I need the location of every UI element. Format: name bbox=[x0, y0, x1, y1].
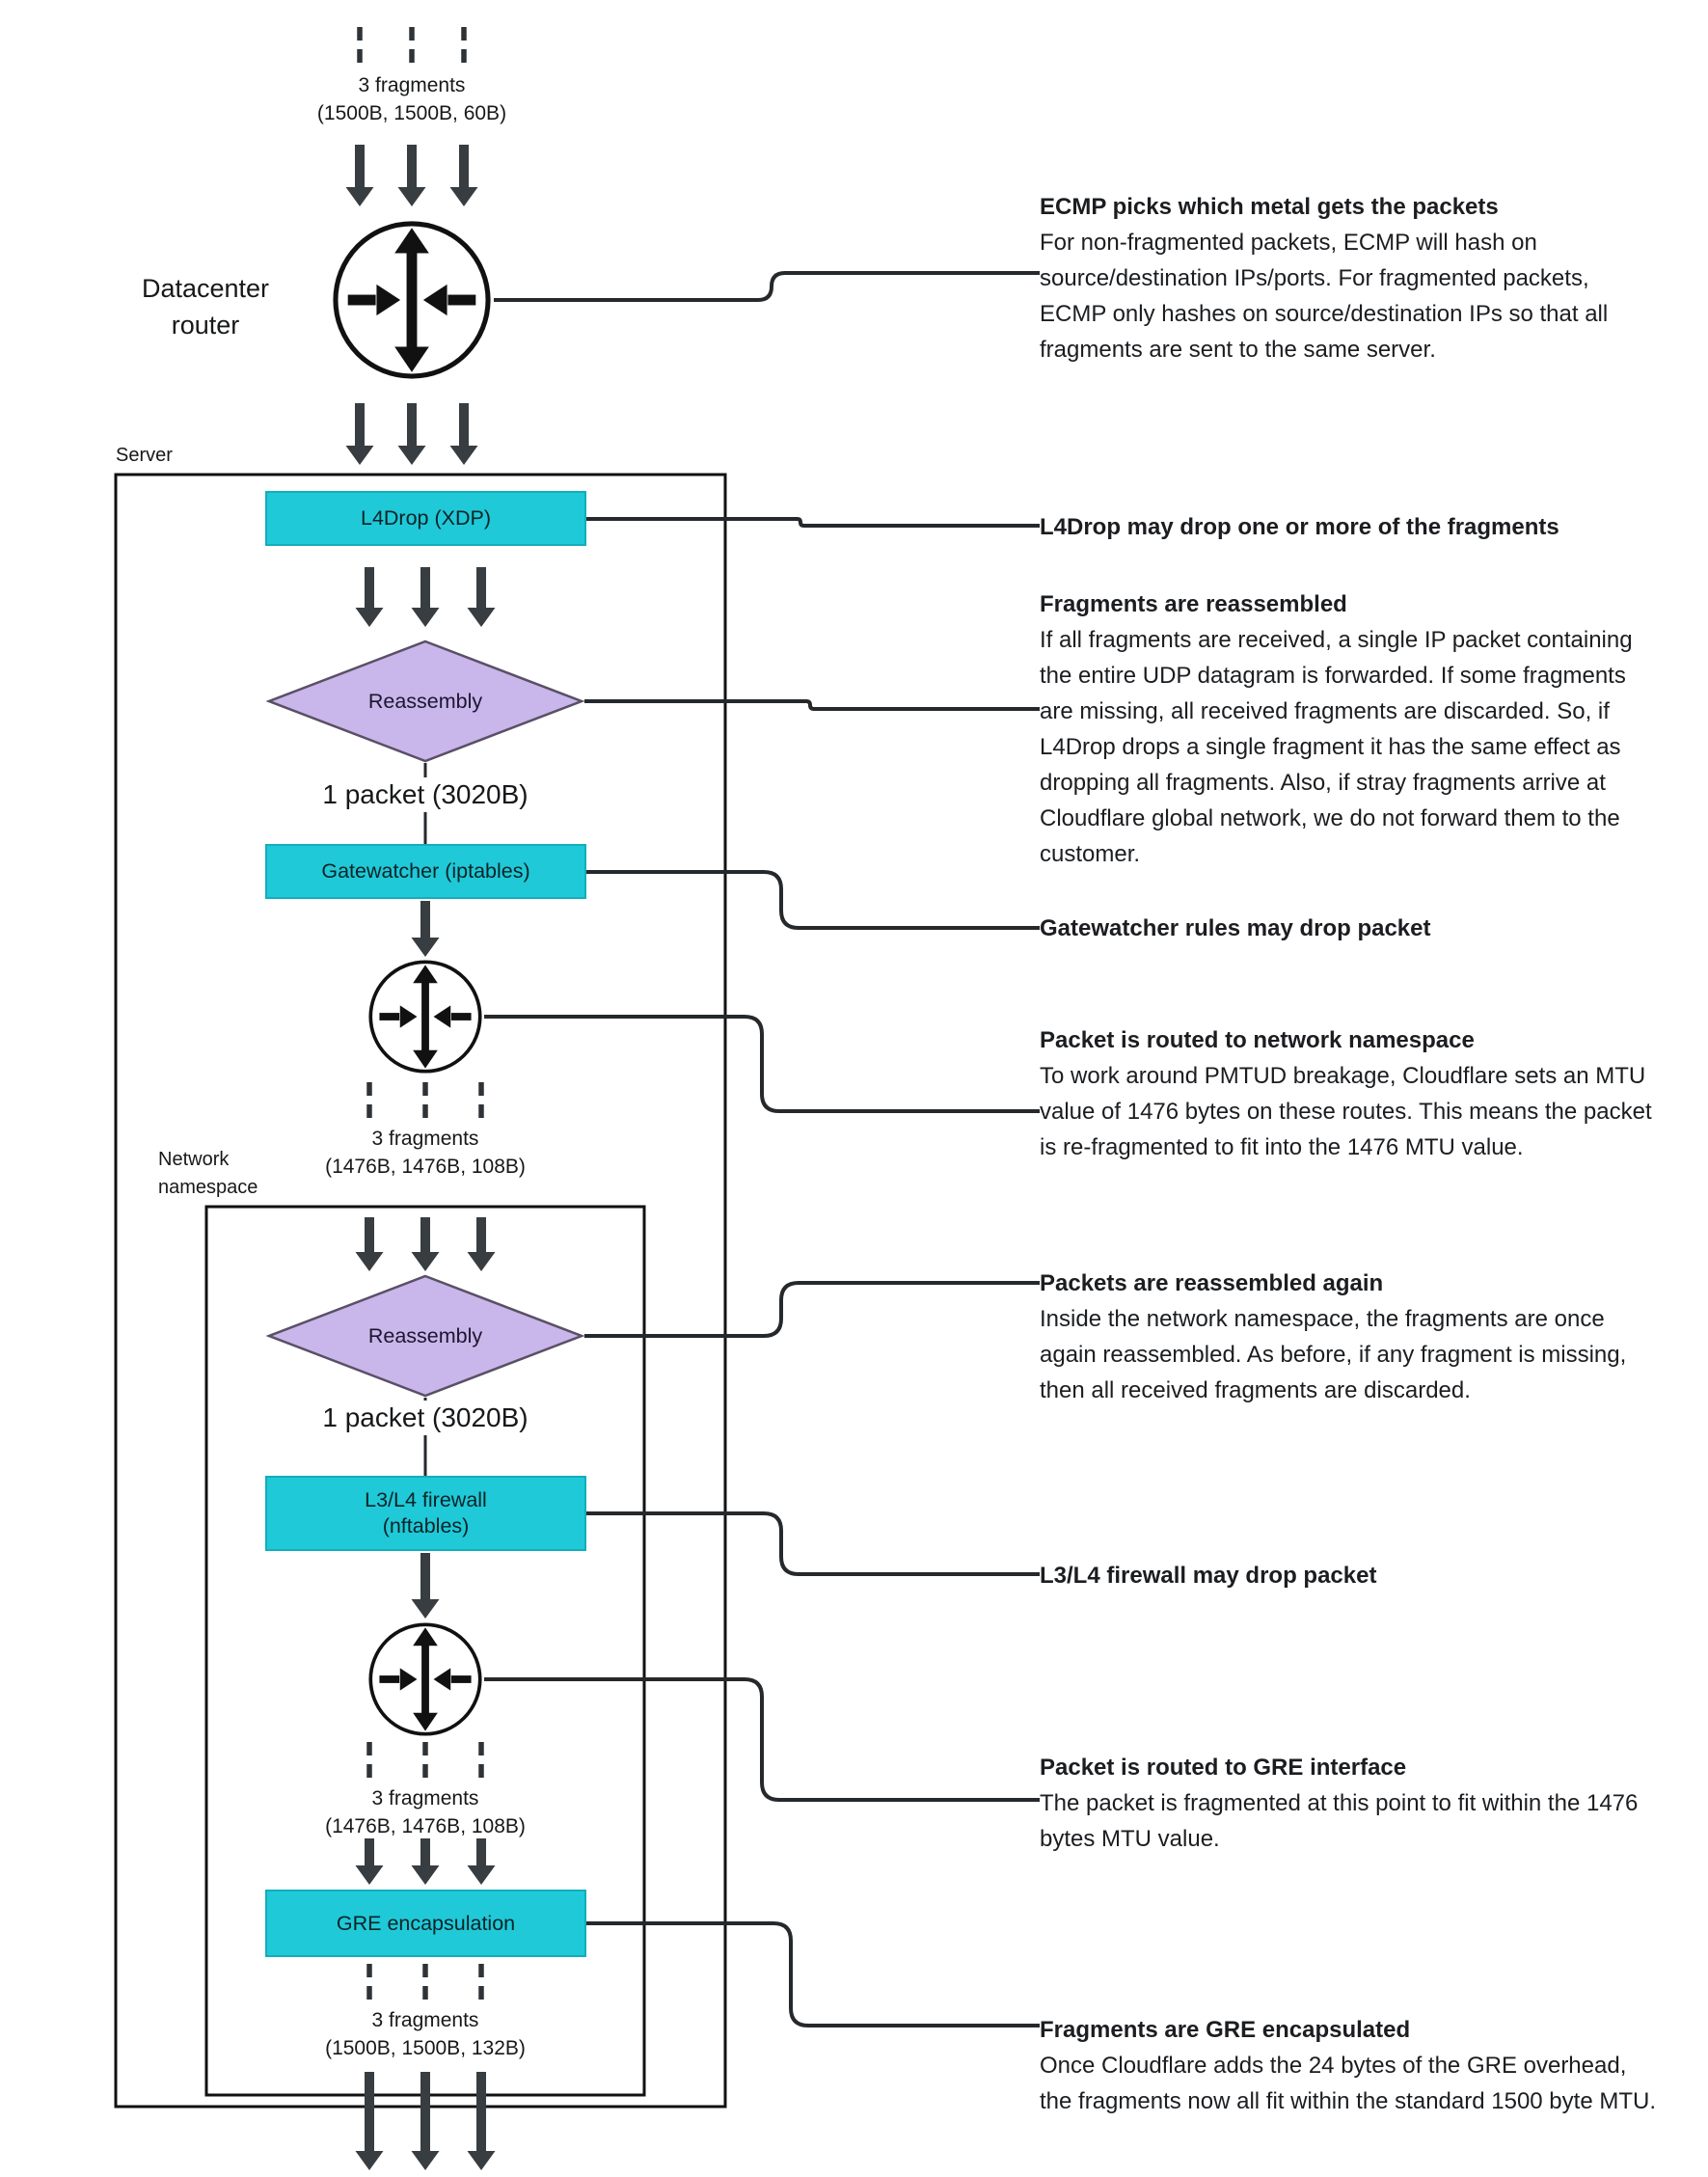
node-l4drop: L4Drop (XDP) bbox=[265, 491, 586, 546]
fragments-ns-label: 3 fragments (1476B, 1476B, 108B) bbox=[281, 1125, 570, 1181]
fragments-gre-in-dashes bbox=[366, 1742, 484, 1778]
node-reassembly-2: Reassembly bbox=[265, 1274, 585, 1398]
annotation-title: L4Drop may drop one or more of the fragm… bbox=[1040, 514, 1559, 540]
annotation-reassembled: Fragments are reassembled If all fragmen… bbox=[1040, 586, 1657, 872]
flow-arrows-out-bottom bbox=[355, 2072, 496, 2170]
annotation-ecmp: ECMP picks which metal gets the packets … bbox=[1040, 189, 1657, 367]
annotation-title: Packet is routed to network namespace bbox=[1040, 1027, 1475, 1053]
fragments-out-dashes bbox=[366, 1964, 484, 2000]
annotation-title: Gatewatcher rules may drop packet bbox=[1040, 915, 1431, 941]
fragments-ns-dashes bbox=[366, 1082, 484, 1118]
annotation-gre-encapsulated: Fragments are GRE encapsulated Once Clou… bbox=[1040, 2012, 1657, 2119]
annotation-body: Once Cloudflare adds the 24 bytes of the… bbox=[1040, 2053, 1656, 2114]
flow-arrows-into-server bbox=[345, 403, 478, 465]
connector-ecmp bbox=[494, 271, 1040, 302]
node-gre-encapsulation: GRE encapsulation bbox=[265, 1890, 586, 1957]
annotation-connectors bbox=[484, 271, 1040, 2027]
fragments-gre-in-label: 3 fragments (1476B, 1476B, 108B) bbox=[281, 1784, 570, 1840]
flow-arrow-firewall-to-router bbox=[411, 1553, 440, 1619]
annotation-title: Packet is routed to GRE interface bbox=[1040, 1755, 1407, 1781]
annotation-body: Inside the network namespace, the fragme… bbox=[1040, 1306, 1627, 1403]
node-firewall: L3/L4 firewall (nftables) bbox=[265, 1476, 586, 1551]
node-reassembly-2-label: Reassembly bbox=[367, 1323, 483, 1347]
gre-route-router-icon bbox=[368, 1622, 482, 1736]
annotation-title: L3/L4 firewall may drop packet bbox=[1040, 1563, 1377, 1589]
fragments-sizes: (1476B, 1476B, 108B) bbox=[325, 1815, 526, 1837]
annotation-title: Packets are reassembled again bbox=[1040, 1270, 1384, 1296]
annotation-body: If all fragments are received, a single … bbox=[1040, 627, 1633, 867]
fragments-in-dashes bbox=[357, 27, 467, 63]
flow-arrow-gatewatcher-to-router bbox=[411, 901, 440, 957]
connector-firewall bbox=[586, 1511, 1040, 1576]
annotation-title: Fragments are reassembled bbox=[1040, 591, 1347, 617]
fragments-sizes: (1500B, 1500B, 60B) bbox=[316, 102, 507, 124]
node-reassembly-1-label: Reassembly bbox=[367, 689, 483, 713]
fragments-in-label: 3 fragments (1500B, 1500B, 60B) bbox=[267, 71, 556, 127]
namespace-route-router-icon bbox=[368, 960, 482, 1074]
connector-reassembly1 bbox=[584, 699, 1040, 711]
fragments-out-label: 3 fragments (1500B, 1500B, 132B) bbox=[281, 2006, 570, 2062]
packet-label-2: 1 packet (3020B) bbox=[281, 1401, 570, 1435]
fragments-count: 3 fragments bbox=[371, 2009, 479, 2031]
flow-arrows-into-gre bbox=[355, 1838, 496, 1885]
node-gatewatcher: Gatewatcher (iptables) bbox=[265, 844, 586, 899]
annotation-body: For non-fragmented packets, ECMP will ha… bbox=[1040, 230, 1609, 363]
annotation-firewall: L3/L4 firewall may drop packet bbox=[1040, 1558, 1657, 1593]
annotation-l4drop: L4Drop may drop one or more of the fragm… bbox=[1040, 509, 1657, 545]
connector-route-ns bbox=[484, 1015, 1040, 1113]
node-gatewatcher-label: Gatewatcher (iptables) bbox=[321, 859, 530, 883]
fragments-sizes: (1476B, 1476B, 108B) bbox=[325, 1156, 526, 1178]
annotation-route-namespace: Packet is routed to network namespace To… bbox=[1040, 1022, 1657, 1165]
packet-label-1: 1 packet (3020B) bbox=[281, 777, 570, 812]
fragments-sizes: (1500B, 1500B, 132B) bbox=[325, 2037, 526, 2059]
annotation-title: Fragments are GRE encapsulated bbox=[1040, 2017, 1411, 2043]
annotation-body: To work around PMTUD breakage, Cloudflar… bbox=[1040, 1063, 1652, 1160]
connector-gre-encap bbox=[586, 1921, 1040, 2027]
connector-gatewatcher bbox=[586, 870, 1040, 930]
annotation-body: The packet is fragmented at this point t… bbox=[1040, 1790, 1639, 1852]
node-firewall-label: L3/L4 firewall (nftables) bbox=[365, 1488, 487, 1538]
annotation-gatewatcher: Gatewatcher rules may drop packet bbox=[1040, 911, 1657, 946]
connector-route-gre bbox=[484, 1677, 1040, 1802]
flow-arrows-into-namespace bbox=[355, 1217, 496, 1271]
annotation-title: ECMP picks which metal gets the packets bbox=[1040, 194, 1499, 220]
connector-l4drop bbox=[586, 517, 1040, 528]
node-reassembly-1: Reassembly bbox=[265, 639, 585, 763]
node-l4drop-label: L4Drop (XDP) bbox=[360, 506, 491, 530]
datacenter-router-label: Datacenter router bbox=[141, 274, 270, 340]
annotation-reassembled-again: Packets are reassembled again Inside the… bbox=[1040, 1265, 1657, 1408]
annotation-route-gre: Packet is routed to GRE interface The pa… bbox=[1040, 1750, 1657, 1857]
datacenter-router-icon bbox=[336, 224, 488, 376]
flow-arrows-into-router bbox=[345, 145, 478, 206]
diamond-shape bbox=[265, 1274, 585, 1398]
fragments-count: 3 fragments bbox=[371, 1128, 479, 1150]
diamond-shape bbox=[265, 639, 585, 763]
flow-arrows-l4drop-to-reassembly bbox=[355, 567, 496, 627]
server-box-label: Server bbox=[116, 445, 173, 466]
network-namespace-label: Network namespace bbox=[158, 1149, 258, 1198]
fragments-count: 3 fragments bbox=[358, 74, 466, 96]
connector-reassembly2 bbox=[584, 1281, 1040, 1338]
fragments-count: 3 fragments bbox=[371, 1787, 479, 1810]
node-gre-label: GRE encapsulation bbox=[336, 1911, 516, 1935]
